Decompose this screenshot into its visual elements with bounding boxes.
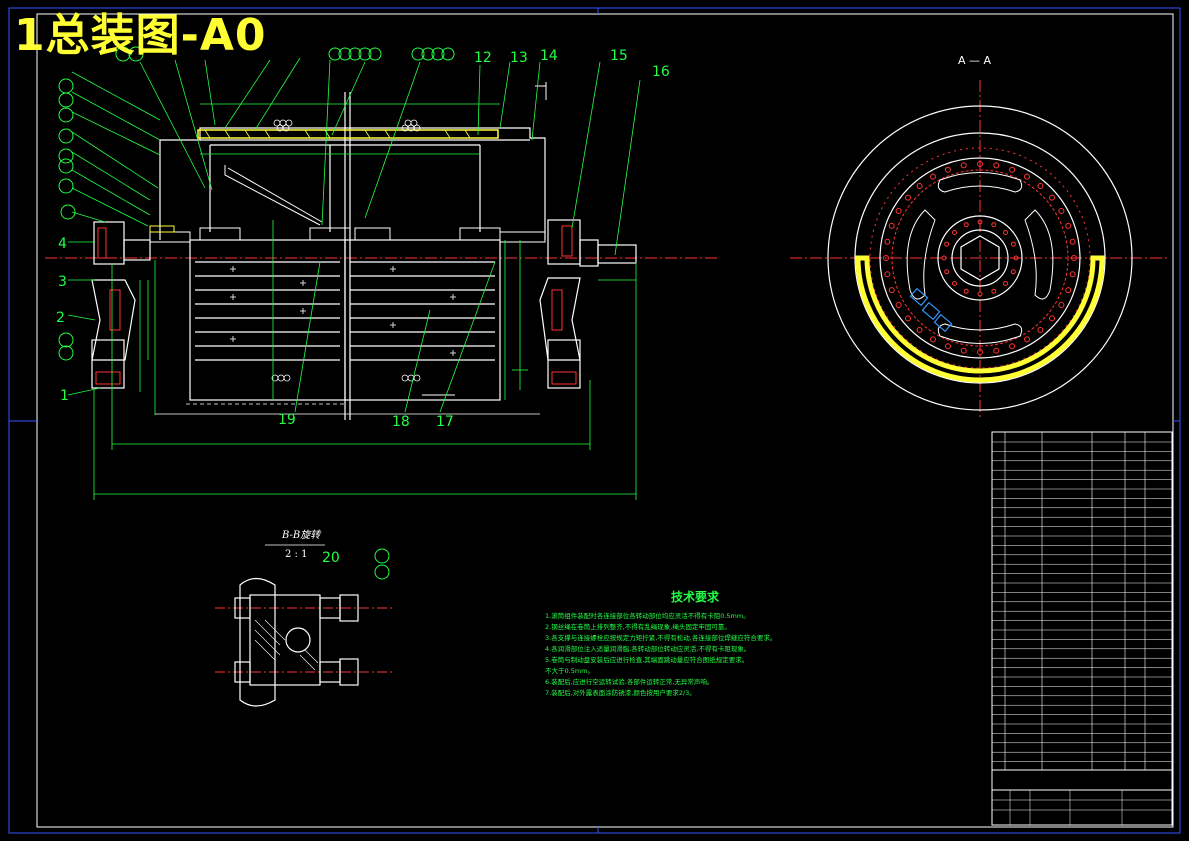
- hub-hole: [952, 230, 957, 235]
- bolt-hole: [930, 173, 936, 180]
- part-number-label: 13: [510, 50, 528, 66]
- bolt-hole: [960, 162, 967, 169]
- bolt-hole: [1071, 255, 1077, 261]
- bolt-hole-ring: [883, 161, 1077, 355]
- hub-hole: [1010, 269, 1016, 275]
- tech-requirement-line: 7.装配后,对外露表面涂防锈漆,颜色按用户要求2/3。: [545, 689, 696, 697]
- balloon-numbers: 1 2 3 4 12 13 14 15 16 17 18 19 20: [56, 48, 670, 566]
- bolt-hole: [993, 162, 1000, 169]
- bolt-hole: [1065, 222, 1072, 229]
- hub-hole: [977, 219, 983, 225]
- hub-hole: [977, 291, 983, 297]
- section-aa-label: A — A: [958, 54, 992, 67]
- part-number-label: 19: [278, 412, 296, 428]
- circled-balloons: [58, 46, 455, 580]
- bolt-hole: [895, 208, 902, 214]
- bolt-hole: [1065, 287, 1072, 294]
- bolt-hole: [905, 194, 911, 201]
- hub-hole: [941, 255, 947, 261]
- tech-requirements-heading: 技术要求: [670, 590, 719, 604]
- part-number-label: 1: [60, 388, 69, 404]
- bolt-hole: [944, 166, 951, 173]
- hub-hole: [1003, 230, 1008, 235]
- bolt-hole: [1024, 336, 1030, 343]
- bolt-hole: [1009, 343, 1016, 350]
- tech-requirement-line: 4.各润滑部位注入适量润滑脂,各转动部位转动应灵活,不得有卡阻现象。: [545, 645, 751, 653]
- hub-hole: [991, 222, 997, 228]
- bolt-hole: [977, 161, 983, 167]
- part-number-label: 17: [436, 414, 454, 430]
- bolt-hole: [960, 347, 967, 354]
- hub-hole: [1013, 255, 1019, 261]
- balloon-leaders: [67, 57, 641, 413]
- parts-list-table: [991, 431, 1173, 826]
- part-number-label: 20: [322, 550, 340, 566]
- hub-hole: [1010, 241, 1016, 247]
- part-number-label: 14: [540, 48, 558, 64]
- tech-requirement-line: 5.卷筒与制动盘安装后应进行检查,其端面跳动量应符合图纸规定要求。: [545, 656, 749, 664]
- tech-requirement-line: 1.滚筒组件装配时各连接部位各转动部位均应灵活不得有卡阻0.5mm。: [545, 612, 750, 620]
- tech-requirement-line: 不大于0.5mm。: [545, 667, 595, 675]
- bolt-hole: [1009, 166, 1016, 173]
- part-number-label: 3: [58, 274, 67, 290]
- hub-hole: [1003, 281, 1008, 286]
- bolt-hole: [895, 302, 902, 308]
- bolt-hole: [944, 343, 951, 350]
- main-elevation-view: [45, 82, 720, 500]
- tech-requirement-line: 6.装配后,应进行空运转试验,各部件运转正常,无异常声响。: [545, 678, 714, 686]
- section-bb-scale: 2 : 1: [285, 549, 307, 560]
- bolt-hole: [993, 347, 1000, 354]
- bolt-hole: [1037, 183, 1044, 189]
- bolt-hole: [884, 271, 891, 278]
- bolt-hole: [1037, 327, 1044, 333]
- bolt-hole: [1058, 208, 1065, 214]
- part-number-label: 4: [58, 236, 67, 252]
- tech-requirement-line: 2.钢丝绳在卷筒上排列整齐,不得有乱绳现象,绳头固定牢固可靠。: [545, 623, 731, 631]
- outer-frame: [8, 7, 1181, 834]
- bolt-hole: [884, 238, 891, 245]
- section-aa-view: [790, 80, 1170, 420]
- section-bb-view: [215, 544, 395, 707]
- bolt-hole: [1069, 271, 1076, 278]
- bolt-hole: [930, 336, 936, 343]
- bolt-hole: [1049, 194, 1055, 201]
- bolt-hole: [977, 349, 983, 355]
- bolt-hole: [1024, 173, 1030, 180]
- tech-requirements: 技术要求 1.滚筒组件装配时各连接部位各转动部位均应灵活不得有卡阻0.5mm。 …: [545, 588, 965, 699]
- bolt-hole: [888, 222, 895, 229]
- part-number-label: 18: [392, 414, 410, 430]
- hub-hole: [963, 288, 969, 294]
- section-bb-label: B-B旋转: [281, 529, 322, 541]
- part-number-label: 16: [652, 64, 670, 80]
- bolt-hole: [916, 183, 923, 189]
- bolt-hole: [1049, 315, 1055, 322]
- part-number-label: 2: [56, 310, 65, 326]
- bolt-hole: [888, 287, 895, 294]
- hub-hole: [963, 222, 969, 228]
- tech-requirement-line: 3.各支撑与连接螺栓应按规定力矩拧紧,不得有松动,各连接部位焊缝应符合要求。: [545, 634, 777, 642]
- bolt-hole: [1058, 302, 1065, 308]
- bolt-hole: [1069, 238, 1076, 245]
- hub-hole: [952, 281, 957, 286]
- hub-hole: [944, 269, 950, 275]
- hub-hole: [991, 288, 997, 294]
- hub-hole: [944, 241, 950, 247]
- bolt-hole: [916, 327, 923, 333]
- part-number-label: 12: [474, 50, 492, 66]
- bolt-hole: [905, 315, 911, 322]
- part-number-label: 15: [610, 48, 628, 64]
- bolt-hole: [883, 255, 889, 261]
- drawing-title: 1总装图-A0: [14, 10, 267, 61]
